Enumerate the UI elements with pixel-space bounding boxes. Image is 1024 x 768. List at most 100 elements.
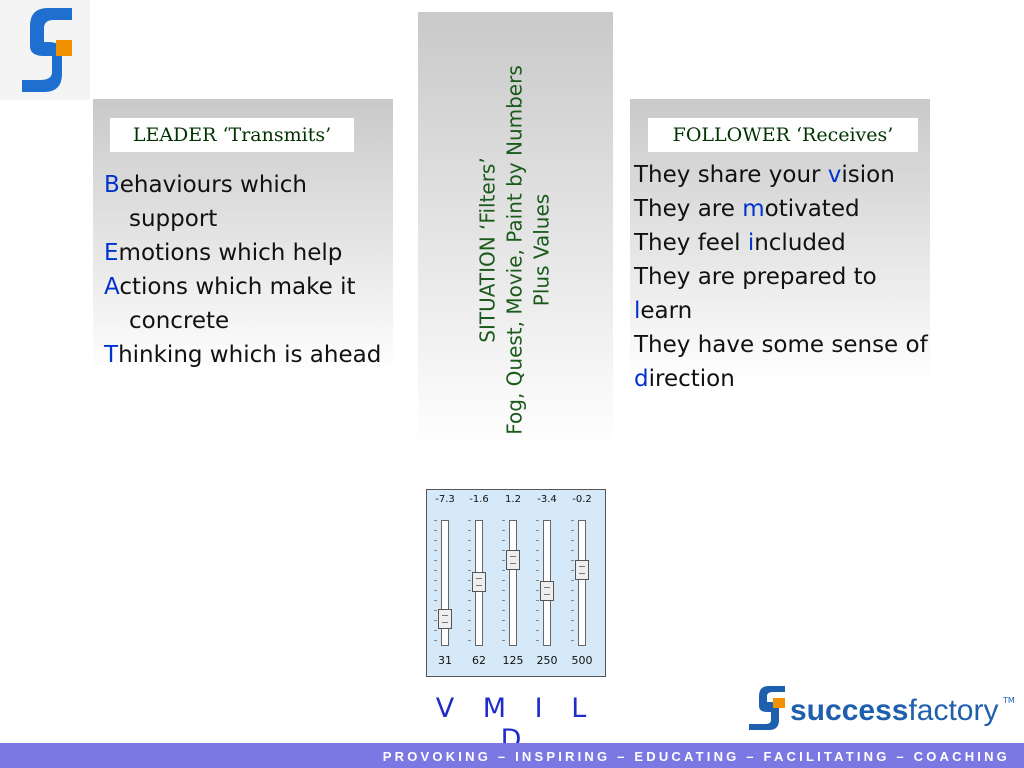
eq-band-frequency: 125 — [502, 654, 524, 667]
follower-item-pre: They share your — [634, 162, 828, 188]
eq-tick — [536, 550, 539, 551]
eq-tick — [468, 620, 471, 621]
brand-bold: success — [790, 694, 909, 727]
trademark-mark: TM — [1003, 696, 1015, 705]
eq-tick — [502, 580, 505, 581]
eq-tick — [468, 520, 471, 521]
eq-tick — [536, 570, 539, 571]
leader-item-initial: E — [104, 240, 119, 266]
follower-item-rest: otivated — [764, 196, 860, 222]
eq-tick — [468, 560, 471, 561]
eq-band-value: -3.4 — [537, 494, 557, 505]
eq-tick — [571, 600, 574, 601]
leader-item-text: ehaviours which support — [119, 172, 308, 232]
leader-item: Actions which make it concrete — [104, 270, 394, 338]
follower-item-pre: They are prepared to — [634, 264, 877, 290]
eq-tick — [502, 600, 505, 601]
eq-tick — [468, 610, 471, 611]
eq-slider-track[interactable] — [578, 520, 586, 646]
eq-tick — [571, 580, 574, 581]
eq-tick — [434, 570, 437, 571]
follower-item-rest: earn — [640, 298, 693, 324]
eq-tick — [434, 540, 437, 541]
eq-slider-knob[interactable] — [575, 559, 589, 580]
leader-item: Behaviours which support — [104, 168, 394, 236]
follower-item-initial: i — [747, 230, 755, 256]
eq-tick — [536, 620, 539, 621]
eq-tick — [502, 520, 505, 521]
eq-tick — [571, 620, 574, 621]
eq-tick — [536, 540, 539, 541]
brand-wordmark: successfactory — [790, 694, 998, 728]
leader-item-initial: B — [104, 172, 120, 198]
footer-text: PROVOKING – INSPIRING – EDUCATING – FACI… — [382, 749, 1010, 764]
eq-tick — [571, 590, 574, 591]
follower-item-pre: They feel — [634, 230, 748, 256]
eq-tick — [434, 600, 437, 601]
situation-line3: Plus Values — [529, 193, 554, 307]
eq-tick — [571, 610, 574, 611]
eq-tick — [536, 520, 539, 521]
eq-slider-knob[interactable] — [506, 549, 520, 570]
eq-slider-knob[interactable] — [540, 580, 554, 601]
company-logo — [0, 0, 90, 100]
eq-tick — [536, 630, 539, 631]
eq-tick — [502, 590, 505, 591]
eq-band-value: -7.3 — [435, 494, 455, 505]
situation-line1: SITUATION ‘Filters’ — [475, 157, 500, 343]
eq-tick — [434, 520, 437, 521]
follower-item-initial: d — [634, 366, 649, 392]
follower-item-initial: m — [742, 196, 765, 222]
leader-item-initial: A — [104, 274, 120, 300]
eq-tick — [502, 570, 505, 571]
follower-item-rest: irection — [648, 366, 735, 392]
eq-tick — [434, 640, 437, 641]
eq-tick — [536, 640, 539, 641]
eq-tick — [571, 550, 574, 551]
eq-slider-knob[interactable] — [472, 572, 486, 592]
eq-tick — [468, 580, 471, 581]
eq-tick — [468, 570, 471, 571]
eq-tick — [536, 530, 539, 531]
situation-panel — [418, 12, 613, 472]
eq-tick — [536, 600, 539, 601]
eq-tick — [502, 620, 505, 621]
leader-item-text: motions which help — [118, 240, 343, 266]
eq-tick — [468, 600, 471, 601]
follower-item: They are prepared to learn — [634, 260, 934, 328]
eq-tick — [434, 630, 437, 631]
successfactory-logo — [745, 682, 1015, 732]
eq-tick — [502, 610, 505, 611]
situation-text: SITUATION ‘Filters’ Fog, Quest, Movie, P… — [475, 40, 556, 460]
eq-tick — [434, 620, 437, 621]
eq-tick — [571, 570, 574, 571]
eq-slider-track[interactable] — [509, 520, 517, 646]
follower-item-rest: ision — [841, 162, 895, 188]
situation-line2: Fog, Quest, Movie, Paint by Numbers — [502, 65, 527, 435]
eq-band-frequency: 31 — [438, 654, 452, 667]
follower-item: They are motivated — [634, 192, 934, 226]
eq-tick — [571, 630, 574, 631]
eq-slider-knob[interactable] — [438, 609, 452, 630]
eq-tick — [571, 540, 574, 541]
eq-tick — [536, 610, 539, 611]
eq-tick — [468, 540, 471, 541]
follower-item: They share your vision — [634, 158, 934, 192]
brand-light: factory — [908, 694, 999, 727]
eq-tick — [571, 560, 574, 561]
eq-tick — [502, 630, 505, 631]
eq-slider-track[interactable] — [441, 520, 449, 646]
eq-tick — [434, 590, 437, 591]
eq-tick — [468, 590, 471, 591]
eq-tick — [571, 530, 574, 531]
follower-item: They have some sense of direction — [634, 328, 934, 396]
eq-tick — [502, 640, 505, 641]
eq-tick — [434, 580, 437, 581]
eq-band-value: 1.2 — [505, 494, 521, 505]
leader-label: LEADER ‘Transmits’ — [110, 118, 354, 152]
eq-tick — [434, 550, 437, 551]
eq-band-frequency: 62 — [472, 654, 486, 667]
leader-item-initial: T — [104, 342, 119, 368]
